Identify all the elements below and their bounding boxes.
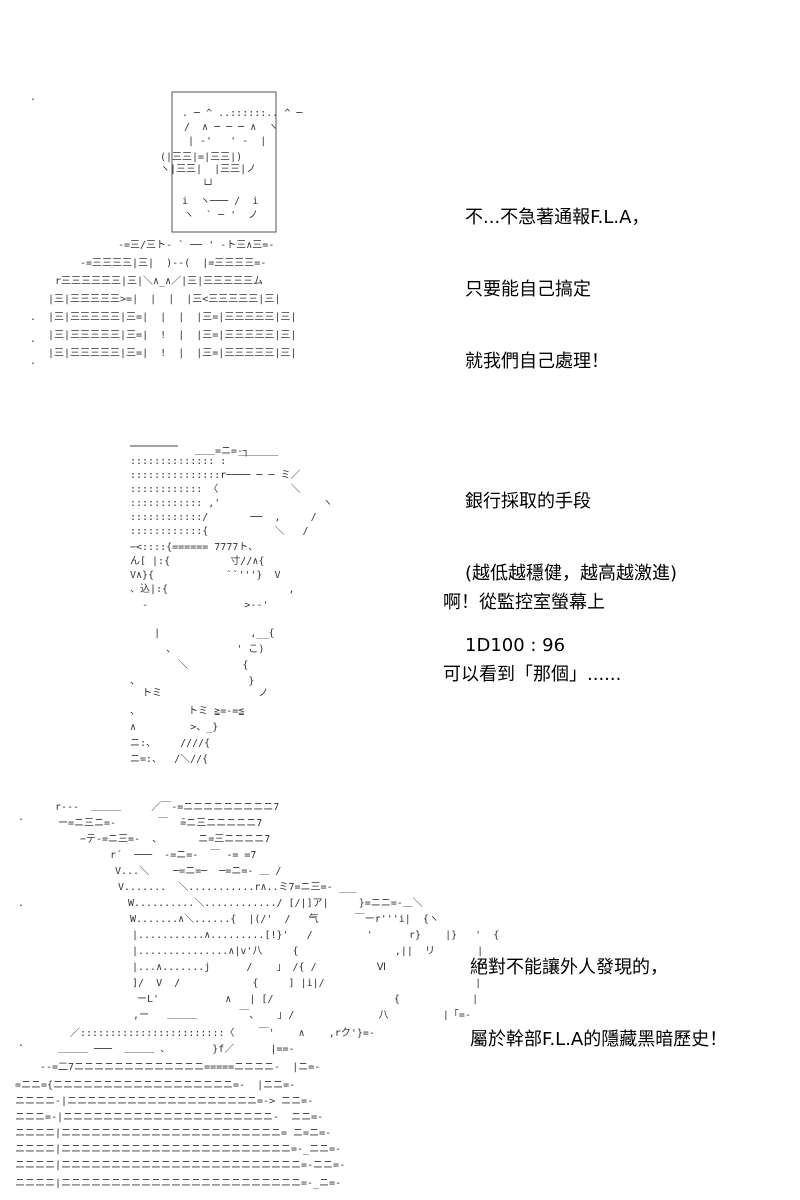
svg-text:ニ=:、 /＼//{: ニ=:、 /＼//{ [130, 753, 208, 765]
svg-text:.: . [18, 898, 24, 909]
svg-text:/ ∧ ─ ─ ─ ∧ ヽ: / ∧ ─ ─ ─ ∧ ヽ [184, 122, 278, 133]
svg-text:トミ ノ: トミ ノ [130, 688, 268, 699]
svg-text:ニニニニ|ニニニニニニニニニニニニニニニニニニニニニニニニ=: ニニニニ|ニニニニニニニニニニニニニニニニニニニニニニニニ=-_ニ=- [15, 1178, 341, 1189]
svg-text:＼ {: ＼ { [130, 659, 248, 671]
svg-text:ニニニニ|ニニニニニニニニニニニニニニニニニニニニニニ= ニ: ニニニニ|ニニニニニニニニニニニニニニニニニニニニニニ= ニ=ニ=- [15, 1128, 331, 1139]
svg-text:]/ V / { ] |i: ]/ V / { ] |i|/ | [132, 978, 481, 989]
svg-text:＿＿＿ ─── ＿＿＿ 、 }f／: ＿＿＿ ─── ＿＿＿ 、 }f／ |==- [58, 1043, 295, 1055]
svg-text:∧ >、_}: ∧ >、_} [130, 722, 218, 733]
svg-text:ニニニニ|ニニニニニニニニニニニニニニニニニニニニニニニ=-: ニニニニ|ニニニニニニニニニニニニニニニニニニニニニニニ=-_ニニ=- [15, 1144, 341, 1155]
caption-line: 啊！從監控室螢幕上 [443, 592, 605, 613]
svg-text:|...∧.......j / 」 /{ /: |...∧.......j / 」 /{ / Ⅵ | [132, 962, 482, 973]
caption-line: 就我們自己處理！ [465, 351, 609, 372]
svg-text:.: . [18, 812, 24, 823]
caption-line: 不...不急著通報F.L.A， [465, 207, 650, 228]
svg-text:W.......∧＼......{ |(/' / 气: W.......∧＼......{ |(/' / 气 ￣ーr'''i| {ヽ [130, 912, 439, 925]
svg-text:(|三三|=|三三|): (|三三|=|三三|) [160, 152, 242, 163]
profile-head: ＿＿=ニ=-┐ :::::::::::::: : ￣￣￣￣ ::::::::::… [130, 445, 333, 765]
svg-text:−<::::{====== 7777ト、: −<::::{====== 7777ト、 [130, 542, 258, 553]
caption-line: (越低越穩健，越高越激進) [465, 563, 678, 584]
svg-text:、 }: 、 } [130, 676, 254, 687]
svg-text:W..........＼............/ [/|]: W..........＼............/ [/|]ア| }=ニニ=-＿… [128, 897, 423, 909]
ascii-art-figure-at-desk: r‐-‐ ＿＿＿ ／￣-=ニニニニニニニニニ7 ー=ニ三ニ=- ￣ ̄=ニ三ニニ… [15, 800, 499, 1189]
panel-1: . ─ ^ ..::::::.. ^ ─ / ∧ ─ ─ ─ ∧ ヽ | -' … [0, 80, 800, 656]
svg-text:i ヽ─── / i: i ヽ─── / i [182, 196, 258, 207]
svg-text:／::::::::::::::::::::::::〈: ／::::::::::::::::::::::::〈 ￣' ∧ ,rク'}=- [70, 1026, 375, 1039]
svg-text:=ニニ={ニニニニニニニニニニニニニニニニニニ=- |ニニ: =ニニ={ニニニニニニニニニニニニニニニニニニ=- |ニニ=- [15, 1080, 295, 1091]
caption-panel-1: 不...不急著通報F.L.A， 只要能自己搞定 就我們自己處理！ 銀行採取的手段… [465, 158, 677, 706]
svg-text:ーL' ∧ | [/: ーL' ∧ | [/ { | [125, 994, 478, 1005]
caption-line: 可以看到「那個」...... [443, 664, 622, 685]
svg-text:ヽ ` ─ ' ノ: ヽ ` ─ ' ノ [184, 209, 258, 221]
svg-text:.: . [30, 356, 36, 367]
svg-text:ニ:、 ////{: ニ:、 ////{ [130, 738, 210, 749]
ascii-art-man-glasses: . ─ ^ ..::::::.. ^ ─ / ∧ ─ ─ ─ ∧ ヽ | -' … [30, 91, 303, 367]
svg-text:ん[ |:{ 寸//∧{: ん[ |:{ 寸//∧{ [130, 554, 264, 567]
caption-panel-3: 絕對不能讓外人發現的， 屬於幹部F.L.A的隱藏黑暗歷史！ [470, 908, 727, 1100]
svg-text:-=三/三ト- ` ── ' -ト三∧三=-: -=三/三ト- ` ── ' -ト三∧三=- [118, 239, 274, 251]
svg-text:、込|:{ ,: 、込|:{ , [130, 583, 295, 595]
svg-text:r‐-‐ ＿＿＿ ／￣-=ニニニニニニニニニ7: r‐-‐ ＿＿＿ ／￣-=ニニニニニニニニニ7 [55, 800, 279, 813]
man-shoulders: -=三/三ト- ` ── ' -ト三∧三=- -=三三三三|三| )--( |=… [48, 239, 296, 359]
caption-line: 屬於幹部F.L.A的隱藏黑暗歷史！ [470, 1029, 728, 1050]
svg-text:‐ >--': ‐ >--' [130, 600, 268, 611]
caption-line: 只要能自己搞定 [465, 279, 591, 300]
svg-text:| ,__{: | ,__{ [130, 628, 275, 639]
man-head: . ─ ^ ..::::::.. ^ ─ / ∧ ─ ─ ─ ∧ ヽ | -' … [160, 91, 303, 233]
svg-text:.: . [30, 334, 36, 345]
svg-text:r´ ─── -=ニ=- ￣ -= =7: r´ ─── -=ニ=- ￣ -= =7 [110, 848, 256, 861]
svg-text:−テ-=ニ三=- 、 ニ=三ニニニニ7: −テ-=ニ三=- 、 ニ=三ニニニニ7 [80, 834, 270, 845]
svg-text::::::::::::::: : ￣￣￣￣: :::::::::::::: : ￣￣￣￣ [130, 454, 278, 467]
hair-top: r‐-‐ ＿＿＿ ／￣-=ニニニニニニニニニ7 ー=ニ三ニ=- ￣ ̄=ニ三ニニ… [15, 800, 499, 1189]
svg-text:|...............∧|v'八 {: |...............∧|v'八 { ,|| リ | [132, 946, 483, 957]
svg-text:::::::::::::/ ── ,: ::::::::::::/ ── , / [130, 512, 317, 523]
svg-text:、 ' こ): 、 ' こ) [130, 644, 264, 655]
svg-text:.: . [30, 312, 36, 323]
svg-text:--=二7ニニニニニニニニニニニニニ=====ニニニニ-: --=二7ニニニニニニニニニニニニニ=====ニニニニ- |ニ=- [40, 1062, 320, 1073]
svg-text:ニニニニ-|ニニニニニニニニニニニニニニニニニニニ=-> ニ: ニニニニ-|ニニニニニニニニニニニニニニニニニニニ=-> ニニ=- [15, 1096, 313, 1107]
svg-text:.: . [30, 92, 36, 103]
svg-text:|...........∧.........[!}' /: |...........∧.........[!}' / ' r} |} ' { [132, 930, 499, 941]
caption-panel-2: 啊！從監控室螢幕上 可以看到「那個」...... [443, 543, 621, 735]
caption-line: 銀行採取的手段 [465, 491, 591, 512]
ascii-art-side-profile: ＿＿=ニ=-┐ :::::::::::::: : ￣￣￣￣ ::::::::::… [130, 445, 333, 765]
svg-text:.: . [18, 1038, 24, 1049]
svg-text:ニニニ=-|ニニニニニニニニニニニニニニニニニニニニニ-: ニニニ=-|ニニニニニニニニニニニニニニニニニニニニニ- ニニ=- [15, 1112, 323, 1123]
svg-text:ヽ|三三| |三三|ノ: ヽ|三三| |三三|ノ [160, 164, 256, 175]
svg-text:ニニニニ|ニニニニニニニニニニニニニニニニニニニニニニニニ=: ニニニニ|ニニニニニニニニニニニニニニニニニニニニニニニニ=-ニニ=- [15, 1160, 345, 1171]
svg-text:::::::::::::{ ＼ /: ::::::::::::{ ＼ / [130, 525, 309, 537]
svg-text:r三三三三三三|三|＼∧_∧／|三|三三三三三ム: r三三三三三三|三|＼∧_∧／|三|三三三三三ム [55, 275, 263, 287]
svg-text:-=三三三三|三| )--( |=三三三三=-: -=三三三三|三| )--( |=三三三三=- [80, 258, 266, 269]
svg-text:| -' ' - |: | -' ' - | [188, 136, 266, 147]
dots-left: . . . . [30, 92, 36, 367]
svg-text:、 トミ ≧=-=≦: 、 トミ ≧=-=≦ [130, 706, 244, 717]
svg-text:|三|三三三三三|三=| ! | |三=|三三三三三|: |三|三三三三三|三=| ! | |三=|三三三三三|三| [48, 330, 296, 341]
svg-text:V∧}{ ``'''} V: V∧}{ ``'''} V [130, 569, 281, 581]
svg-text:└┘: └┘ [190, 178, 232, 191]
svg-text:|三|三三三三三|三=| ! | |三=|三三三三三|: |三|三三三三三|三=| ! | |三=|三三三三三|三| [48, 348, 296, 359]
caption-line: 1D100 : 96 [465, 635, 566, 656]
svg-text:,ー ＿＿＿ ￣、 ｣ /: ,ー ＿＿＿ ￣、 ｣ / 八 |「=- [115, 1008, 471, 1021]
svg-text:|三|三三三三三>=| | | |三<三三三三三|三|: |三|三三三三三>=| | | |三<三三三三三|三| [48, 294, 280, 305]
svg-text:＿＿=ニ=-┐: ＿＿=ニ=-┐ [195, 446, 249, 457]
svg-text::::::::::::::::r──── ─ ─ ミ／: :::::::::::::::r──── ─ ─ ミ／ [130, 469, 301, 481]
caption-line: 絕對不能讓外人發現的， [470, 957, 668, 978]
svg-text:V...＼ ─=ニ=─ ─=ニ=- ＿ /: V...＼ ─=ニ=─ ─=ニ=- ＿ / [115, 865, 281, 877]
svg-text:V....... ＼...........r∧..ミ7=ニ: V....... ＼...........r∧..ミ7=ニ三=- ___ [118, 881, 358, 893]
svg-text::::::::::::: 〈 ＼: :::::::::::: 〈 ＼ [130, 483, 301, 495]
svg-text:. ─ ^ ..::::::.. ^ ─: . ─ ^ ..::::::.. ^ ─ [182, 108, 303, 119]
svg-text:|三|三三三三三|三=| | | |三=|三三三三三|: |三|三三三三三|三=| | | |三=|三三三三三|三| [48, 312, 296, 323]
panel-3: r‐-‐ ＿＿＿ ／￣-=ニニニニニニニニニ7 ー=ニ三ニ=- ￣ ̄=ニ三ニニ… [0, 790, 800, 1200]
caption-gap [465, 422, 677, 442]
svg-text:ー=ニ三ニ=- ￣ ̄=ニ三ニニニニニ7: ー=ニ三ニ=- ￣ ̄=ニ三ニニニニニ7 [58, 816, 262, 829]
dots-left: . . . [18, 812, 24, 1049]
panel-2: ＿＿=ニ=-┐ :::::::::::::: : ￣￣￣￣ ::::::::::… [0, 440, 800, 780]
svg-text::::::::::::: ,': :::::::::::: ,' ヽ [130, 498, 333, 509]
